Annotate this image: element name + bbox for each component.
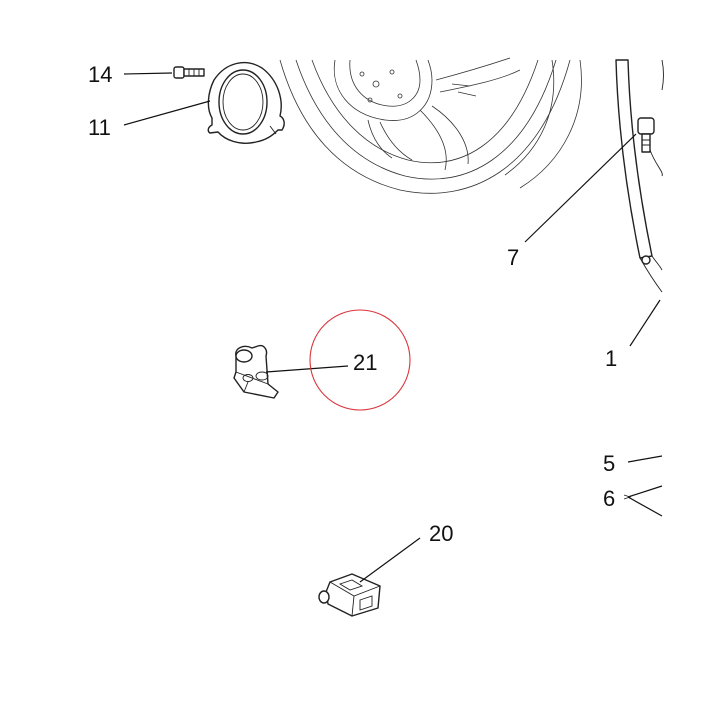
sensor-ring-part-11 bbox=[207, 61, 285, 144]
callout-11: 11 bbox=[88, 115, 111, 140]
wheel-rim bbox=[279, 59, 582, 194]
callout-5: 5 bbox=[603, 451, 615, 476]
highlight-circle bbox=[309, 309, 411, 411]
callout-21: 21 bbox=[353, 350, 377, 375]
wheel-hub-and-spokes bbox=[333, 57, 521, 171]
bracket-part-21 bbox=[233, 344, 279, 399]
callout-6: 6 bbox=[603, 486, 615, 511]
callout-1: 1 bbox=[605, 346, 617, 371]
screw-part-14 bbox=[173, 66, 205, 79]
leader-20 bbox=[359, 537, 421, 583]
leader-14 bbox=[123, 72, 173, 75]
leader-5 bbox=[627, 455, 663, 463]
bolt-part-7 bbox=[637, 117, 655, 153]
clamp-part-20 bbox=[318, 573, 381, 617]
callout-14: 14 bbox=[88, 62, 112, 87]
leader-6-arrowhead bbox=[623, 494, 632, 500]
front-fork bbox=[615, 59, 664, 293]
leader-6b bbox=[627, 496, 663, 517]
leader-7 bbox=[524, 133, 637, 243]
leader-lines bbox=[123, 72, 663, 583]
leader-1 bbox=[629, 299, 661, 347]
callout-7: 7 bbox=[507, 245, 519, 270]
leader-6a bbox=[627, 485, 663, 498]
leader-11 bbox=[123, 100, 211, 126]
leader-21 bbox=[265, 365, 349, 373]
callout-labels: 14 11 7 1 21 5 6 20 bbox=[88, 62, 617, 546]
callout-20: 20 bbox=[429, 521, 453, 546]
